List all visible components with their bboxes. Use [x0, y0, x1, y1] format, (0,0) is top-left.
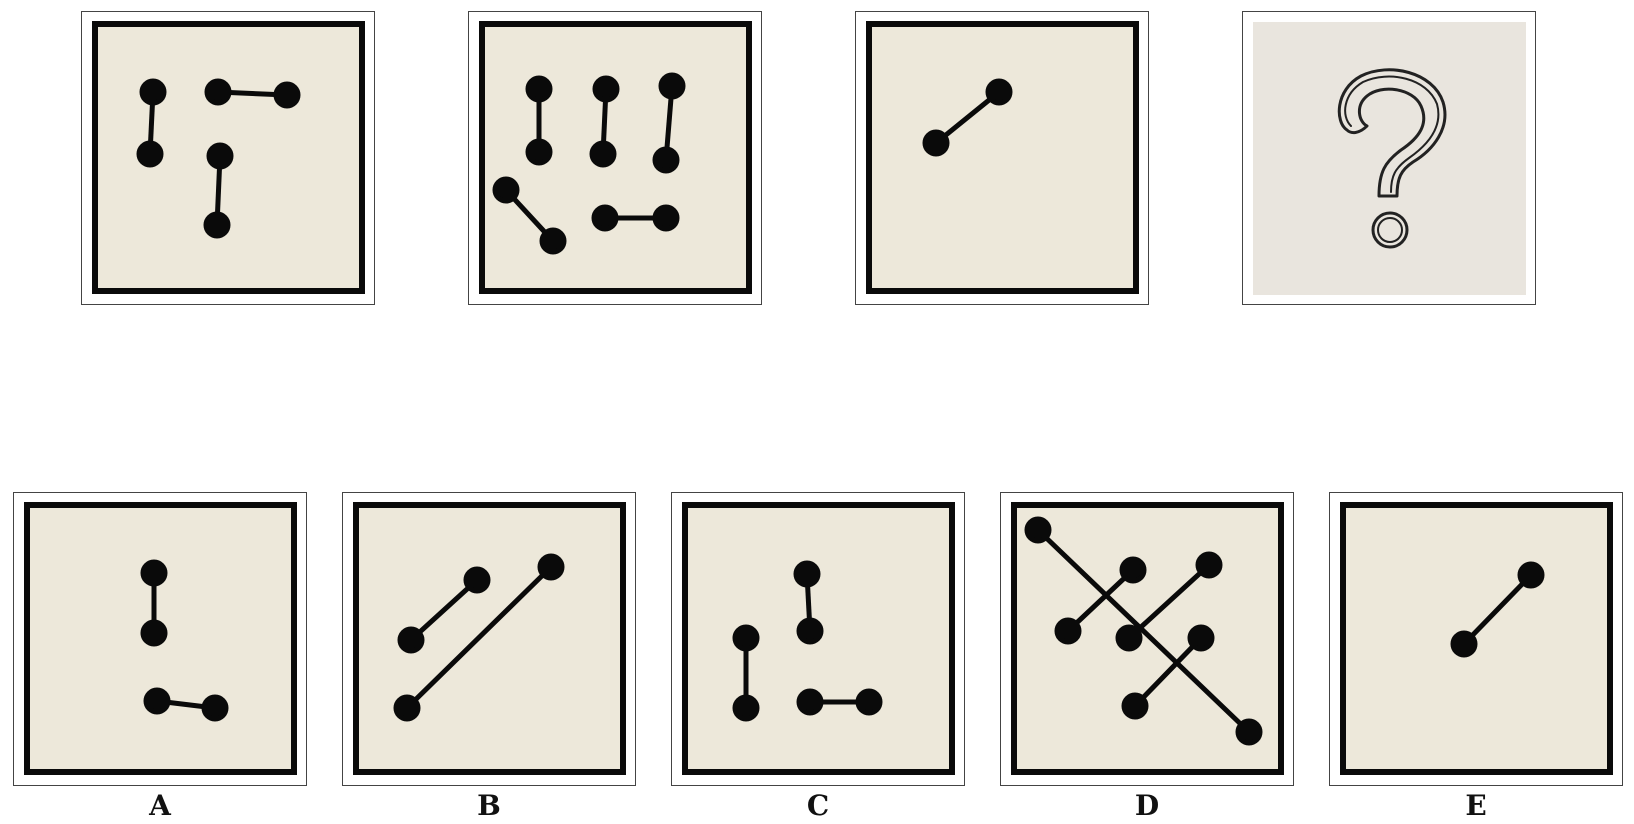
segment [732, 624, 760, 722]
segment [922, 78, 1013, 157]
sequence-panel-unknown [1242, 11, 1536, 305]
segment [591, 204, 680, 232]
sequence-panel-3 [855, 11, 1149, 305]
option-e[interactable] [1329, 492, 1623, 786]
segment [525, 75, 553, 166]
segment [397, 566, 491, 654]
option-d[interactable] [1000, 492, 1294, 786]
segment [143, 687, 229, 722]
segment [589, 75, 620, 168]
segment [492, 176, 567, 255]
segment [204, 78, 301, 109]
segment [793, 560, 824, 645]
option-label-a: A [149, 789, 171, 822]
question-mark-icon [1337, 68, 1447, 249]
sequence-panel-1 [81, 11, 375, 305]
segment [1115, 551, 1223, 652]
segment [203, 142, 234, 239]
segment [796, 688, 883, 716]
segment [393, 553, 565, 722]
segment [136, 78, 167, 168]
segment [1054, 556, 1147, 645]
segment [1024, 516, 1263, 746]
option-label-d: D [1134, 789, 1160, 822]
option-label-c: C [806, 789, 830, 822]
segment [140, 559, 168, 647]
sequence-panel-2 [468, 11, 762, 305]
segment [652, 72, 686, 174]
segment [1121, 624, 1215, 720]
option-label-e: E [1465, 789, 1487, 822]
segment [1450, 561, 1545, 658]
option-c[interactable] [671, 492, 965, 786]
option-label-b: B [477, 789, 501, 822]
option-a[interactable] [13, 492, 307, 786]
option-b[interactable] [342, 492, 636, 786]
